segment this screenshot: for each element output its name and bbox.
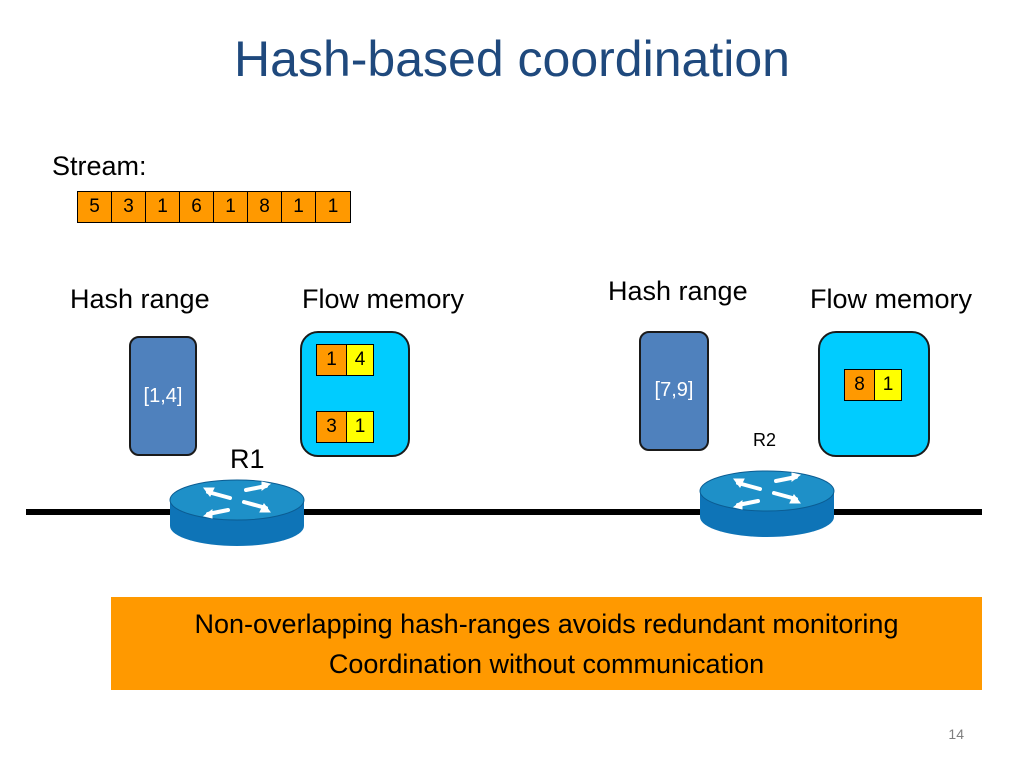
- r2-router-label: R2: [753, 430, 777, 450]
- r1-flow-entry: 1 4: [316, 344, 374, 376]
- stream-cell: 8: [248, 192, 282, 222]
- r2-flow-entry: 8 1: [844, 369, 902, 401]
- network-link: [26, 509, 982, 515]
- router-r1-icon: [169, 479, 305, 546]
- flow-key: 1: [317, 345, 347, 375]
- flow-count: 1: [347, 412, 373, 442]
- takeaway-line-1: Non-overlapping hash-ranges avoids redun…: [194, 608, 899, 639]
- r1-hash-range-box: [1,4]: [129, 336, 197, 456]
- flow-key: 3: [317, 412, 347, 442]
- stream-cell: 1: [146, 192, 180, 222]
- r1-hash-range-label: Hash range: [70, 284, 210, 314]
- page-number: 14: [948, 726, 964, 742]
- stream-label: Stream:: [52, 151, 147, 181]
- slide-title: Hash-based coordination: [234, 31, 790, 87]
- r1-hash-range-value: [1,4]: [143, 384, 183, 407]
- r2-hash-range-label: Hash range: [608, 276, 748, 306]
- router-r2-icon: [699, 470, 835, 537]
- takeaway-line-2: Coordination without communication: [328, 648, 765, 679]
- r2-flow-memory-label: Flow memory: [810, 284, 973, 314]
- stream-cell: 5: [78, 192, 112, 222]
- takeaway-box: Non-overlapping hash-ranges avoids redun…: [111, 597, 982, 690]
- r1-router-label: R1: [230, 444, 265, 474]
- r1-flow-memory-label: Flow memory: [302, 284, 465, 314]
- stream-cell: 1: [316, 192, 350, 222]
- flow-count: 1: [875, 370, 901, 400]
- r2-hash-range-box: [7,9]: [639, 331, 709, 451]
- flow-count: 4: [347, 345, 373, 375]
- stream-cell: 3: [112, 192, 146, 222]
- flow-key: 8: [845, 370, 875, 400]
- r1-flow-entry: 3 1: [316, 411, 374, 443]
- r2-hash-range-value: [7,9]: [654, 379, 694, 401]
- stream-array: 5 3 1 6 1 8 1 1: [77, 191, 351, 223]
- stream-cell: 6: [180, 192, 214, 222]
- stream-cell: 1: [214, 192, 248, 222]
- stream-cell: 1: [282, 192, 316, 222]
